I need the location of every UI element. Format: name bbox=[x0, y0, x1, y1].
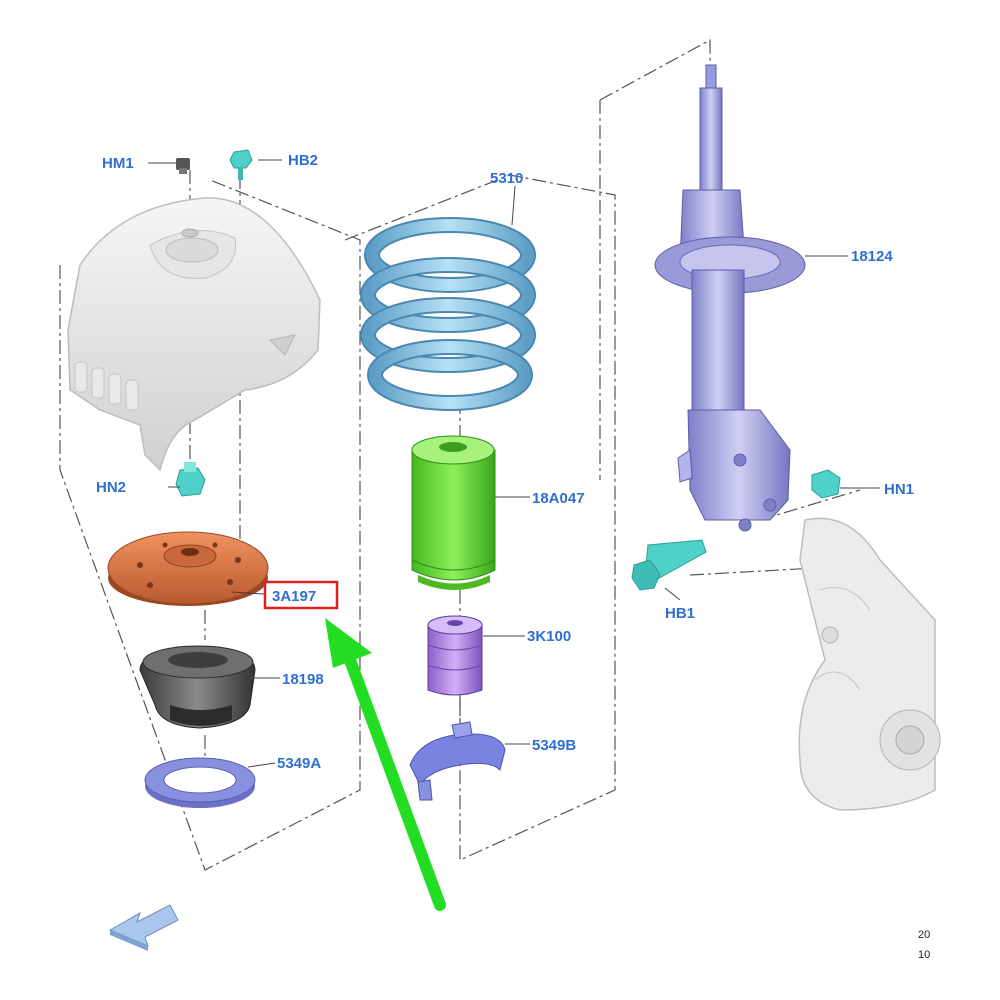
leader-lines bbox=[148, 159, 880, 768]
part-labels: HM1 HB2 HN2 3A197 18198 5349A 5310 18A04… bbox=[96, 152, 914, 772]
label-3a197: 3A197 bbox=[272, 588, 316, 605]
coil-spring-5310 bbox=[360, 217, 536, 411]
label-hn1: HN1 bbox=[884, 481, 914, 498]
hb2-bolt bbox=[229, 149, 253, 180]
hb1-bolt bbox=[631, 539, 707, 591]
label-5310: 5310 bbox=[490, 170, 523, 187]
bearing-18198 bbox=[139, 645, 256, 729]
jounce-bumper-3k100 bbox=[427, 615, 483, 696]
hm1-nut bbox=[176, 158, 190, 174]
corner-text-line-2: 10 bbox=[918, 949, 930, 961]
strut-tower-shield bbox=[67, 197, 321, 472]
hn2-nut bbox=[175, 462, 206, 497]
label-hn2: HN2 bbox=[96, 479, 126, 496]
label-5349b: 5349B bbox=[532, 737, 576, 754]
label-18a047: 18A047 bbox=[532, 490, 585, 507]
dust-boot-18a047 bbox=[411, 435, 496, 590]
label-18198: 18198 bbox=[282, 671, 324, 688]
highlight-box-3a197 bbox=[263, 580, 339, 610]
label-3k100: 3K100 bbox=[527, 628, 571, 645]
hn1-nut bbox=[811, 469, 841, 499]
label-hm1: HM1 bbox=[102, 155, 134, 172]
corner-text-line-1: 20 bbox=[918, 929, 930, 941]
isolator-ring-5349a bbox=[144, 757, 256, 808]
front-direction-arrow-icon bbox=[108, 904, 179, 951]
label-hb2: HB2 bbox=[288, 152, 318, 169]
label-5349a: 5349A bbox=[277, 755, 321, 772]
strut-assembly-18124 bbox=[654, 64, 806, 532]
highlight-arrow bbox=[325, 618, 446, 911]
top-mount-plate-3a197 bbox=[107, 531, 269, 606]
label-hb1: HB1 bbox=[665, 605, 695, 622]
steering-knuckle bbox=[798, 517, 941, 811]
lower-isolator-5349b bbox=[409, 721, 506, 801]
corner-text: 20 10 bbox=[918, 929, 930, 961]
label-18124: 18124 bbox=[851, 248, 893, 265]
